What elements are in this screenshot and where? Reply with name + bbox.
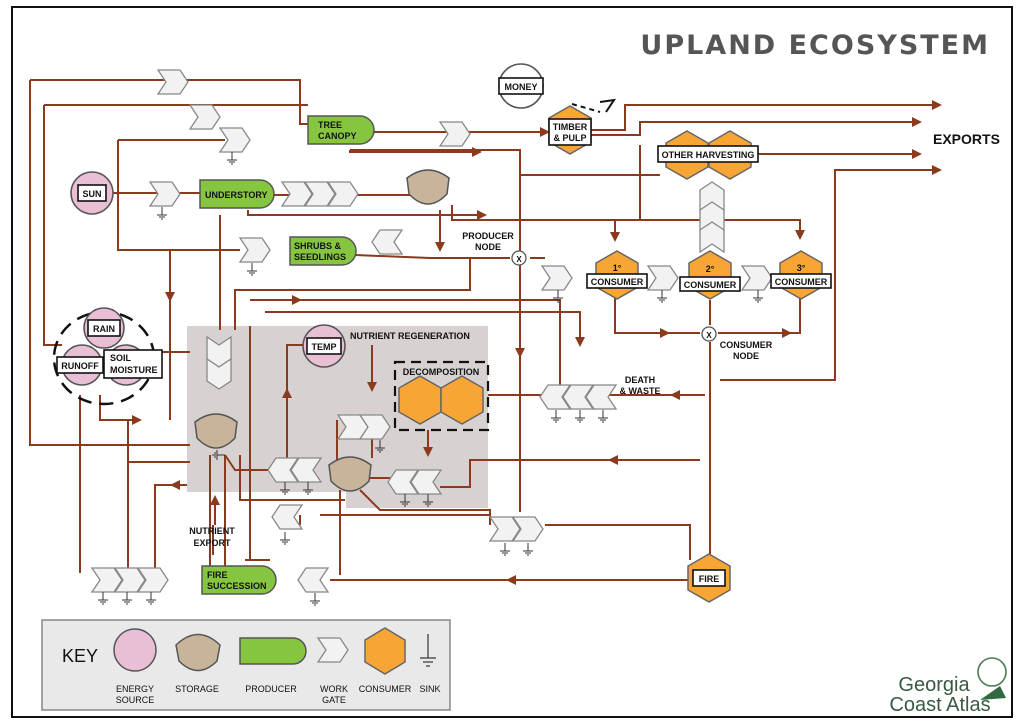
secondary-rank: 2° [706,264,715,274]
money-label: MONEY [504,82,537,92]
runoff-label: RUNOFF [61,361,99,371]
consumer-tertiary: 3° CONSUMER [770,250,832,300]
nutrient-export-label-2: EXPORT [193,538,231,548]
temp-source: TEMP [302,324,346,368]
canopy-label: CANOPY [318,131,357,141]
primary-consumer-label: CONSUMER [591,277,644,287]
temp-label: TEMP [311,342,336,352]
consumer-swatch [364,627,406,675]
consumer-timber-pulp: TIMBER & PULP [548,105,592,155]
soil-label: SOIL [110,353,132,363]
producer-junction: X [511,250,527,266]
nutrient-regeneration-region [187,326,488,508]
key-legend: KEY ENERGY SOURCE STORAGE PRODUCER WORK … [41,619,451,711]
death-waste-label-2: & WASTE [619,386,660,396]
water-sources: RAIN RUNOFF SOIL MOISTURE [52,307,163,406]
consumer-other-harvesting: OTHER HARVESTING [657,130,759,180]
producer-shrubs: SHRUBS & SEEDLINGS [289,236,357,266]
key-work-1: WORK [320,684,348,694]
fire-succession-label-1: FIRE [207,570,228,580]
key-energy-2: SOURCE [116,695,155,705]
key-consumer: CONSUMER [359,684,412,694]
storage-producer-node [406,169,450,205]
primary-rank: 1° [613,263,622,273]
producer-junction-x: X [516,255,522,264]
tree-label: TREE [318,120,342,130]
consumer-junction-x: X [706,331,712,340]
georgia-coast-atlas-logo: Georgia Coast Atlas [889,657,1007,716]
consumer-secondary: 2° CONSUMER [679,250,741,300]
key-energy-1: ENERGY [116,684,154,694]
producer-tree-canopy: TREE CANOPY [307,115,375,145]
energy-source-swatch [113,628,157,672]
consumer-primary: 1° CONSUMER [586,250,648,300]
nutrient-regeneration-label: NUTRIENT REGENERATION [350,331,470,341]
logo-line-1: Georgia [898,674,970,696]
decomposition-label: DECOMPOSITION [403,367,480,377]
pulp-label: & PULP [553,133,586,143]
storage-nutrients [328,456,372,492]
timber-label: TIMBER [553,122,588,132]
sun-label: SUN [82,189,101,199]
nutrient-export-label-1: NUTRIENT [189,526,235,536]
consumer-fire: FIRE [687,553,731,603]
logo-line-2: Coast Atlas [889,694,990,716]
tertiary-rank: 3° [797,263,806,273]
page-title: UPLAND ECOSYSTEM [640,30,990,61]
fire-label: FIRE [699,574,720,584]
tertiary-consumer-label: CONSUMER [775,277,828,287]
consumer-node-label-1: CONSUMER [720,340,773,350]
money-source: MONEY [498,63,617,113]
understory-label: UNDERSTORY [205,190,268,200]
secondary-consumer-label: CONSUMER [684,280,737,290]
key-storage: STORAGE [175,684,219,694]
seedlings-label: SEEDLINGS [294,252,346,262]
other-harvesting-label: OTHER HARVESTING [662,150,755,160]
consumer-node-label-2: NODE [733,351,759,361]
key-work-2: GATE [322,695,346,705]
key-sink: SINK [419,684,440,694]
storage-soil [194,413,238,449]
consumer-junction: X [701,326,717,342]
sun-source: SUN [70,171,114,215]
producer-understory: UNDERSTORY [199,179,275,209]
rain-label: RAIN [93,324,115,334]
exports-label: EXPORTS [933,131,1000,147]
frame-border [11,6,1013,718]
death-waste-label-1: DEATH [625,375,655,385]
storage-swatch [175,633,221,672]
producer-node-label-2: NODE [475,242,501,252]
shrubs-label: SHRUBS & [294,241,342,251]
key-producer: PRODUCER [245,684,297,694]
producer-fire-succession: FIRE SUCCESSION [201,565,277,595]
fire-succession-label-2: SUCCESSION [207,581,267,591]
sink-swatch [420,634,436,667]
producer-swatch [239,637,307,665]
producer-node-label-1: PRODUCER [462,231,514,241]
moisture-label: MOISTURE [110,365,158,375]
decomposition-group: DECOMPOSITION [393,360,490,432]
key-title: KEY [62,646,98,666]
